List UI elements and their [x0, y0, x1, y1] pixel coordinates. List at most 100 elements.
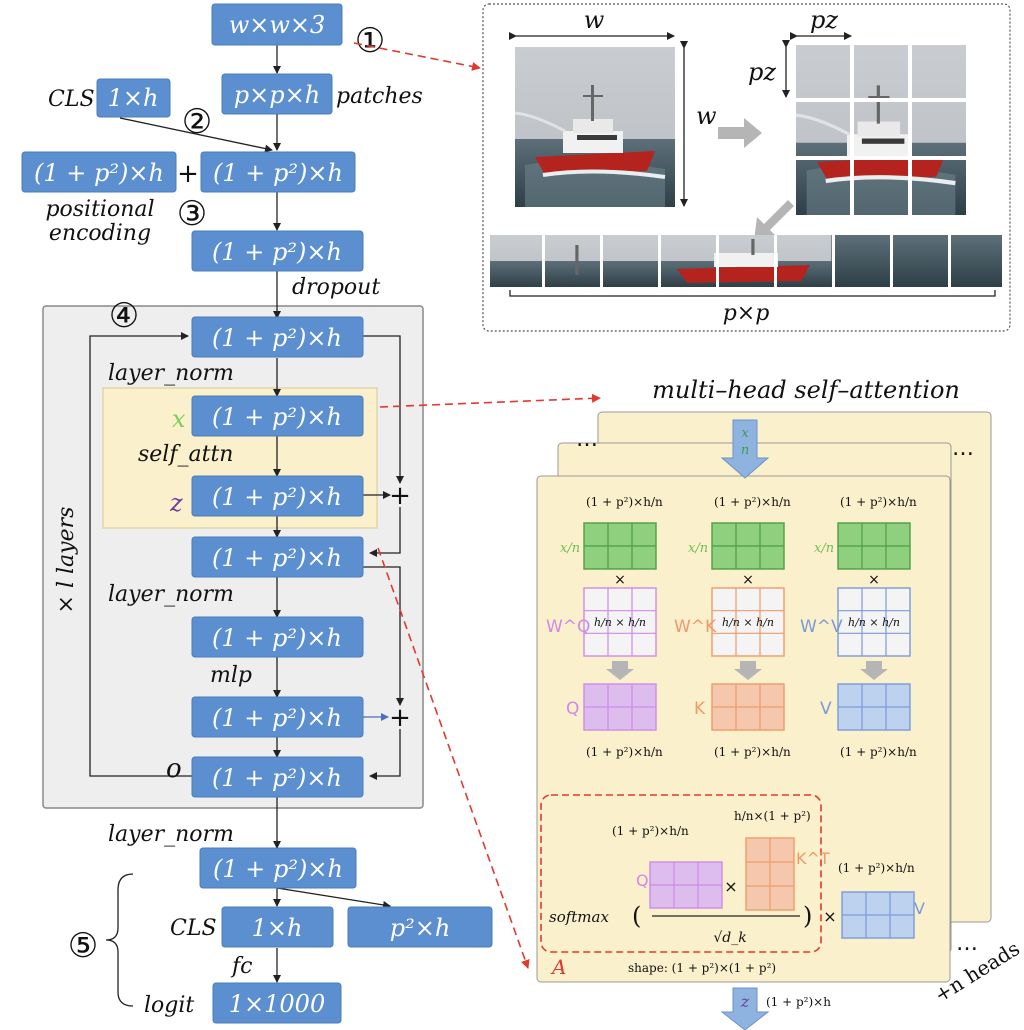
- k-down-arrow-icon: [734, 661, 762, 680]
- v-dim-label: (1 + p²)×h/n: [838, 861, 915, 875]
- q-input-dim: (1 + p²)×h/n: [586, 495, 663, 509]
- wk-grid: [711, 587, 785, 657]
- wv-grid: [837, 587, 911, 657]
- layer-norm-label-1: layer_norm: [108, 361, 234, 386]
- head-brace: [105, 873, 134, 1007]
- arrow-right-icon: [718, 118, 762, 148]
- mhsa-title: multi–head self–attention: [652, 376, 960, 404]
- v-output-label: V: [820, 699, 832, 719]
- output-arrow-icon: [720, 987, 770, 1030]
- k-x-grid: [711, 522, 785, 570]
- k-output-grid: [711, 683, 785, 731]
- formula-grids: [649, 837, 915, 939]
- column-v: (1 + p²)×h/n x/n × h/n × h/n W^V V (1 + p²)×h/…: [800, 495, 917, 759]
- q-times: ×: [614, 572, 626, 588]
- residual-1-shape: (1 + p²)×h: [212, 544, 342, 572]
- out-cls-node: 1×h: [221, 906, 334, 948]
- out-cls-label: CLS: [170, 916, 217, 941]
- mlp-input-shape: (1 + p²)×h: [212, 624, 342, 652]
- q-formula-grid: [649, 861, 723, 909]
- wk-inner: h/n × h/n: [722, 616, 774, 629]
- v-times: ×: [868, 572, 880, 588]
- cls-label: CLS: [48, 87, 95, 112]
- v-down-arrow-icon: [860, 661, 888, 680]
- patch-strip: [490, 235, 1002, 287]
- encoder-output-shape: (1 + p²)×h: [212, 764, 342, 792]
- mlp-output-node: (1 + p²)×h: [191, 696, 364, 738]
- attn-output-shape: (1 + p²)×h: [212, 483, 342, 511]
- qk-times-symbol: ×: [724, 877, 737, 896]
- step-5-marker: ⑤: [68, 926, 98, 966]
- embedded-tokens-node: (1 + p²)×h: [191, 230, 364, 272]
- width-label: w: [584, 6, 605, 34]
- residual-add-1: +: [389, 481, 411, 511]
- encoder-output-node: (1 + p²)×h: [191, 756, 364, 798]
- self-attn-label: self_attn: [138, 442, 233, 467]
- o-label: o: [166, 754, 182, 784]
- dropout-label: dropout: [292, 275, 380, 300]
- position-embedding-node: (1 + p²)×h: [21, 151, 177, 193]
- wq-inner: h/n × h/n: [594, 616, 646, 629]
- arrow-down-icon: [754, 200, 798, 240]
- patches-label: patches: [336, 84, 423, 109]
- patch-width-label: pz: [810, 6, 838, 34]
- input-arrow-icon: [720, 419, 770, 479]
- shape-label: shape: (1 + p²)×(1 + p²): [628, 961, 776, 975]
- logit-node: 1×1000: [212, 982, 342, 1024]
- wv-label: W^V: [800, 617, 843, 637]
- attention-formula-box: [540, 794, 822, 953]
- residual-add-2: +: [389, 703, 411, 733]
- kt-label: K^T: [796, 849, 830, 868]
- step-3-marker: ③: [177, 194, 207, 234]
- column-k: (1 + p²)×h/nx/n×h/n × h/nW^KK(1 + p²)×h/…: [674, 495, 791, 759]
- attn-input-node: (1 + p²)×h: [191, 395, 364, 437]
- ellipsis-top-right: …: [952, 436, 974, 461]
- qkv-columns: (1 + p²)×h/nx/n×h/n × h/nW^QQ(1 + p²)×h/…: [546, 495, 917, 759]
- token-sequence-node: (1 + p²)×h: [200, 151, 356, 193]
- mlp-label: mlp: [210, 663, 252, 688]
- v-output-grid: [837, 683, 911, 731]
- input-x-label: x: [741, 426, 749, 441]
- kt-formula-grid: [745, 837, 795, 911]
- q-x-grid: [583, 522, 657, 570]
- v-input-dim: (1 + p²)×h/n: [840, 495, 917, 509]
- q-x-over-n: x/n: [560, 541, 580, 556]
- patched-image: [796, 45, 966, 215]
- softmax-label: softmax: [549, 908, 609, 926]
- k-times: ×: [742, 572, 754, 588]
- encoder-input-shape: (1 + p²)×h: [212, 324, 342, 352]
- k-input-dim: (1 + p²)×h/n: [714, 495, 791, 509]
- svg-text:(: (: [632, 902, 641, 930]
- strip-brace: [509, 290, 996, 297]
- cls-token-node: 1×h: [96, 78, 171, 118]
- residual-1-node: (1 + p²)×h: [191, 536, 364, 578]
- v-x-over-n: x/n: [814, 541, 834, 556]
- step-1-marker: ①: [355, 21, 385, 61]
- mlp-output-shape: (1 + p²)×h: [212, 704, 342, 732]
- av-times-symbol: ×: [823, 907, 836, 926]
- q-output-grid: [583, 683, 657, 731]
- final-tokens-shape: (1 + p²)×h: [213, 855, 343, 883]
- q-formula-label: Q: [636, 871, 649, 890]
- input-image: [515, 47, 675, 207]
- z-label: z: [169, 489, 183, 517]
- patches-node: p×p×h: [221, 73, 333, 115]
- v-output-dim: (1 + p²)×h/n: [840, 745, 917, 759]
- attn-output-node: (1 + p²)×h: [191, 475, 364, 517]
- detail-pointers: [353, 42, 601, 969]
- wv-inner: h/n × h/n: [848, 616, 900, 629]
- k-output-label: K: [694, 699, 706, 719]
- position-embedding-shape: (1 + p²)×h: [34, 159, 164, 187]
- final-tokens-node: (1 + p²)×h: [199, 847, 357, 889]
- add-symbol: +: [177, 159, 199, 189]
- fc-label: fc: [230, 954, 252, 979]
- vit-flow: w×w×3 p×p×h patches CLS 1×h (1 + p²)×h +…: [21, 3, 493, 1024]
- mhsa-panel: multi–head self–attention … … … +n heads…: [536, 376, 1024, 1030]
- sqrt-dk-label: √d_k: [713, 930, 746, 946]
- step-2-marker: ②: [182, 102, 212, 142]
- step-4-marker: ④: [109, 296, 139, 336]
- logit-shape: 1×1000: [229, 990, 325, 1018]
- patch-height-label: pz: [748, 58, 776, 86]
- q-dim-label: (1 + p²)×h/n: [612, 824, 689, 838]
